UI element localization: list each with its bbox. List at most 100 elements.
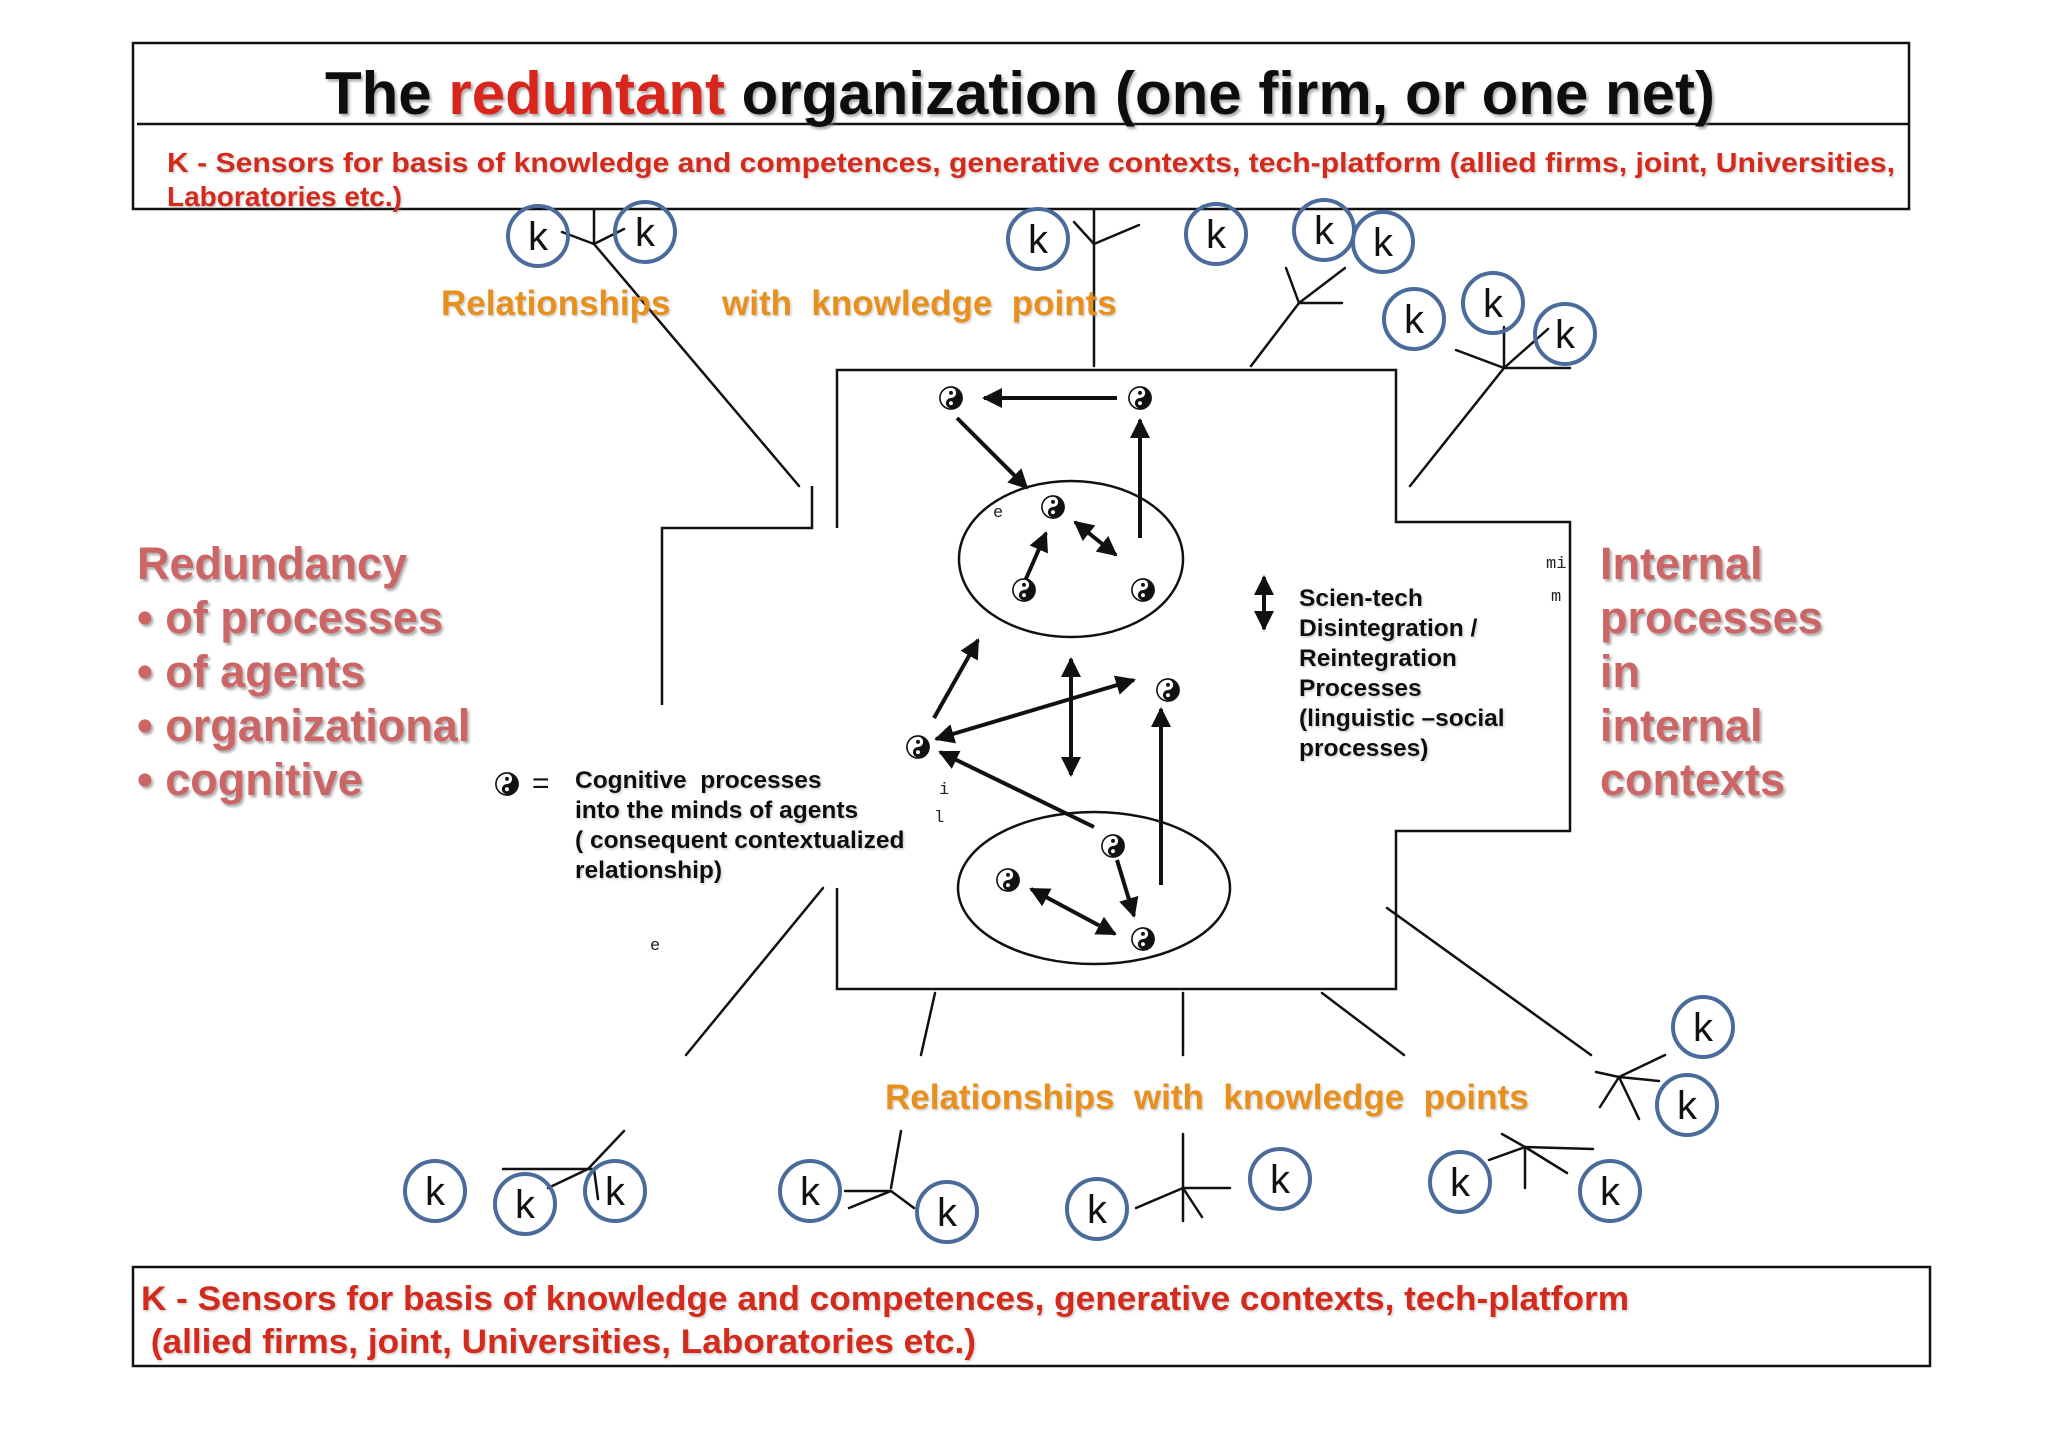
stray-mark: m: [1551, 588, 1561, 607]
redundancy-item: • of processes: [137, 592, 443, 643]
k-sensor-circle: [403, 1159, 467, 1223]
connector-line: [1284, 266, 1301, 305]
yin-yang-icon: [1131, 927, 1155, 951]
k-sensor-label: k: [1206, 213, 1227, 257]
scientech-legend-text: Scien-tech Disintegration / Reintegratio…: [1299, 585, 1505, 762]
stray-mark: mi: [1546, 555, 1566, 574]
scientech-line: Processes: [1299, 675, 1422, 702]
k-sensor-label: k: [1600, 1170, 1621, 1214]
yin-yang-icon: [906, 735, 930, 759]
connector-line: [1500, 1132, 1527, 1149]
relationships-top-label-part1: Relationships: [441, 284, 670, 323]
connector-lines: [501, 207, 1667, 1223]
yin-yang-icon: [1156, 678, 1180, 702]
k-sensor: k: [1184, 202, 1248, 266]
k-sensor: k: [1655, 1073, 1719, 1137]
internal-line: contexts: [1600, 754, 1785, 805]
yin-yang-icon: [939, 386, 963, 410]
top-sensor-note-line2: Laboratories etc.): [167, 181, 402, 212]
double-arrow-icon: [1073, 520, 1118, 557]
k-sensor-circle: [506, 204, 570, 268]
scientech-line: (linguistic –social: [1299, 705, 1505, 732]
scientech-line: processes): [1299, 735, 1428, 762]
connector-line: [1523, 1145, 1595, 1151]
connector-line: [1408, 366, 1506, 488]
k-sensor: k: [493, 1172, 557, 1236]
scientech-line: Disintegration /: [1299, 615, 1478, 642]
connector-line: [1594, 1070, 1621, 1079]
k-sensor-circle: [778, 1159, 842, 1223]
stray-mark: i: [939, 781, 949, 800]
organization-boundary-left-arm: [660, 486, 814, 705]
k-sensor-circle: [1428, 1150, 1492, 1214]
k-sensor-label: k: [1677, 1084, 1698, 1128]
k-sensor-label: k: [800, 1170, 821, 1214]
k-sensor: k: [1533, 302, 1597, 366]
scientech-line: Scien-tech: [1299, 585, 1423, 612]
organization-boundary: [835, 368, 1572, 991]
connector-line: [1523, 1145, 1569, 1175]
lower-agent-cluster: [956, 810, 1232, 966]
k-sensor-label: k: [1087, 1188, 1108, 1232]
legend-line: relationship): [575, 857, 722, 884]
k-sensor-circle: [1382, 287, 1446, 351]
process-arrows: [932, 388, 1171, 936]
connector-line: [1092, 223, 1141, 246]
redundancy-heading: Redundancy: [137, 538, 407, 589]
connector-line: [1249, 301, 1301, 368]
k-sensor: k: [506, 204, 570, 268]
k-sensor-circle: [613, 200, 677, 264]
double-arrow-icon: [934, 675, 1136, 744]
connector-line: [1487, 1145, 1527, 1162]
redundancy-list: Redundancy • of processes • of agents • …: [137, 538, 470, 805]
k-sensor: k: [1351, 210, 1415, 274]
cognitive-legend-text: Cognitive processes into the minds of ag…: [575, 767, 904, 884]
k-sensor: k: [1382, 287, 1446, 351]
k-sensor: k: [1006, 207, 1070, 271]
connector-line: [586, 1129, 626, 1171]
internal-line: in: [1600, 646, 1640, 697]
connector-line: [889, 1129, 903, 1190]
redundancy-item: • of agents: [137, 646, 365, 697]
connector-line: [592, 1167, 600, 1201]
scientech-line: Reintegration: [1299, 645, 1457, 672]
yin-yang-icon: [1131, 578, 1155, 602]
k-sensor-label: k: [515, 1183, 536, 1227]
k-sensor-circle: [1533, 302, 1597, 366]
bottom-note-box: [131, 1265, 1932, 1368]
arrow-icon: [955, 416, 1029, 490]
upper-agent-cluster: [957, 479, 1185, 639]
arrow-icon: [1023, 531, 1048, 582]
connector-line: [1072, 220, 1096, 246]
k-sensor: k: [1065, 1177, 1129, 1241]
yin-yang-icon: [1041, 495, 1065, 519]
k-sensor-circle: [1671, 995, 1735, 1059]
k-sensor: k: [1248, 1147, 1312, 1211]
connector-line: [847, 1189, 893, 1210]
connector-line: [592, 242, 801, 488]
k-sensor: k: [1671, 995, 1735, 1059]
k-sensor-label: k: [528, 215, 549, 259]
k-sensor-circle: [583, 1159, 647, 1223]
legend-line: ( consequent contextualized: [575, 827, 904, 854]
k-sensor: k: [583, 1159, 647, 1223]
k-sensor-label: k: [425, 1170, 446, 1214]
stray-mark: l: [934, 809, 944, 828]
legend-yin-yang-icon: [495, 772, 519, 796]
connector-line: [592, 227, 626, 246]
internal-line: Internal: [1600, 538, 1763, 589]
k-sensor-label: k: [1483, 282, 1504, 326]
yin-yang-icon: [1101, 834, 1125, 858]
k-sensor-circle: [1184, 202, 1248, 266]
redundancy-item: • cognitive: [137, 754, 363, 805]
k-sensor: k: [613, 200, 677, 264]
k-sensor-circle: [1248, 1147, 1312, 1211]
yin-yang-icon: [996, 868, 1020, 892]
connector-line: [1598, 1075, 1621, 1109]
connector-line: [1617, 1075, 1641, 1121]
connector-line: [1454, 348, 1506, 370]
title-suffix: organization (one firm, or one net): [725, 60, 1715, 127]
connector-line: [546, 1167, 590, 1190]
title-box: [131, 41, 1911, 211]
connector-line: [1181, 1186, 1204, 1219]
